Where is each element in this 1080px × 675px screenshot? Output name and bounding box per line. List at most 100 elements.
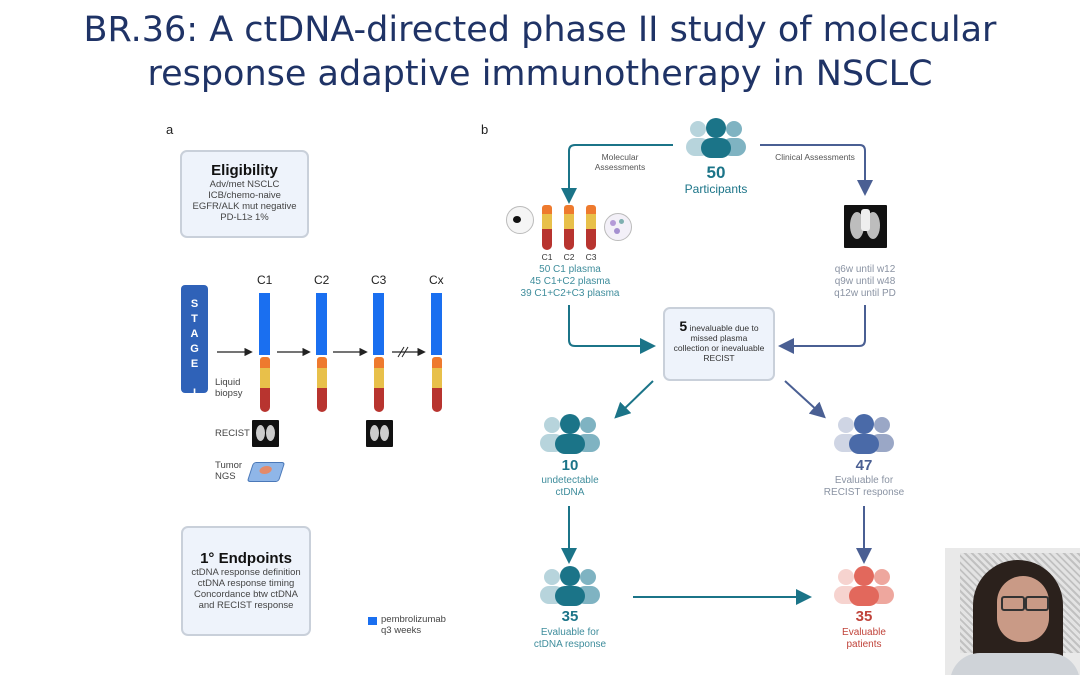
tube-label: C1 xyxy=(541,252,553,262)
clinical-assessments-label: Clinical Assessments xyxy=(775,152,855,162)
undetectable-count: 10 xyxy=(561,457,579,474)
presenter-webcam xyxy=(945,548,1080,675)
pembrolizumab-bar-c2 xyxy=(316,293,327,355)
stage-letter: G xyxy=(190,343,199,355)
ctdna-eval-group-icon xyxy=(540,566,600,606)
legend-swatch xyxy=(368,617,377,625)
stage-letter: I xyxy=(192,387,197,399)
plasma-line: 50 C1 plasma xyxy=(539,264,601,275)
liquid-biopsy-label: Liquid biopsy xyxy=(215,377,243,399)
panel-b-label: b xyxy=(481,122,489,137)
recist-eval-label: Evaluable for RECIST response xyxy=(809,475,919,499)
plasma-line: 39 C1+C2+C3 plasma xyxy=(520,288,620,299)
tumor-slide-icon xyxy=(246,462,286,482)
eligibility-box: Eligibility Adv/met NSCLC ICB/chemo-naiv… xyxy=(180,150,309,238)
recist-eval-label-line: Evaluable for xyxy=(834,475,894,486)
eligibility-item: ICB/chemo-naive xyxy=(208,190,281,201)
patients-eval-label: Evaluable patients xyxy=(814,627,914,651)
cycle-label-c3: C3 xyxy=(371,273,387,287)
endpoint-item: ctDNA response timing xyxy=(197,578,295,589)
recist-eval-count: 47 xyxy=(855,457,873,474)
schedule-line: q12w until PD xyxy=(834,288,896,299)
stage-letter: T xyxy=(191,313,198,325)
stage-letter: A xyxy=(190,328,199,340)
inevaluable-box: 5 inevaluable due to missed plasma colle… xyxy=(663,307,775,381)
slide-title-line-1: BR.36: A ctDNA-directed phase II study o… xyxy=(83,10,997,50)
recist-label: RECIST xyxy=(215,428,250,439)
legend-label-line2: q3 weeks xyxy=(381,625,422,636)
ctdna-eval-label: Evaluable for ctDNA response xyxy=(515,627,625,651)
endpoint-item: ctDNA response definition xyxy=(191,567,301,578)
panel-a-label: a xyxy=(166,122,174,137)
timeline-break xyxy=(401,346,409,358)
plasma-tube-icon xyxy=(586,205,596,250)
tube-label: C3 xyxy=(585,252,597,262)
ct-scan-icon xyxy=(252,420,279,447)
ctdna-eval-label-line: Evaluable for xyxy=(540,627,600,638)
eligibility-heading: Eligibility xyxy=(211,162,278,179)
arrow-recist-to-inevaluable xyxy=(778,305,866,354)
participants-count: 50 xyxy=(706,163,726,182)
recist-group-icon xyxy=(834,414,894,454)
endpoints-heading: 1° Endpoints xyxy=(200,550,292,567)
stage-bar: S T A G E I xyxy=(181,285,208,399)
arrow-to-recist-eval xyxy=(784,380,826,419)
endpoint-item: and RECIST response xyxy=(198,600,294,611)
tumor-ngs-label: Tumor NGS xyxy=(215,460,243,482)
arrow-to-undetectable xyxy=(614,380,654,419)
plasma-tube-icon xyxy=(542,205,552,250)
ctdna-magnify-icon xyxy=(506,206,534,234)
participants-label: Participants xyxy=(684,182,748,196)
participants-icon xyxy=(686,118,746,158)
scan-schedule: q6w until w12 q9w until w48 q12w until P… xyxy=(810,264,920,300)
blood-tube-icon xyxy=(260,357,270,412)
schedule-line: q6w until w12 xyxy=(834,264,896,275)
plasma-counts: 50 C1 plasma 45 C1+C2 plasma 39 C1+C2+C3… xyxy=(510,264,630,300)
eligibility-item: Adv/met NSCLC xyxy=(209,179,280,190)
ct-scan-icon xyxy=(844,205,887,248)
cycle-label-c1: C1 xyxy=(257,273,273,287)
legend-label-line1: pembrolizumab xyxy=(381,614,446,625)
stage-letter: E xyxy=(190,358,199,370)
plasma-line: 45 C1+C2 plasma xyxy=(529,276,611,287)
eligibility-item: EGFR/ALK mut negative xyxy=(192,201,297,212)
inevaluable-text: collection or inevaluable xyxy=(673,343,765,353)
pembrolizumab-bar-c3 xyxy=(373,293,384,355)
ctdna-eval-count: 35 xyxy=(561,608,579,625)
patients-group-icon xyxy=(834,566,894,606)
plasma-tube-icon xyxy=(564,205,574,250)
schedule-line: q9w until w48 xyxy=(834,276,896,287)
arrow-plasma-to-inevaluable xyxy=(568,305,656,354)
endpoint-item: Concordance btw ctDNA xyxy=(193,589,299,600)
pembrolizumab-bar-cx xyxy=(431,293,442,355)
inevaluable-text: inevaluable due to xyxy=(689,323,759,333)
patients-eval-label-line: patients xyxy=(846,639,882,650)
ctdna-eval-label-line: ctDNA response xyxy=(533,639,607,650)
inevaluable-count: 5 xyxy=(679,318,688,334)
undetectable-label-line: ctDNA xyxy=(555,487,585,498)
pembrolizumab-bar-c1 xyxy=(259,293,270,355)
tube-label: C2 xyxy=(563,252,575,262)
blood-tube-icon xyxy=(374,357,384,412)
inevaluable-text: missed plasma xyxy=(690,333,748,343)
timeline-break xyxy=(397,346,405,358)
recist-eval-label-line: RECIST response xyxy=(823,487,905,498)
inevaluable-text: RECIST xyxy=(703,353,735,363)
undetectable-label-line: undetectable xyxy=(541,475,599,486)
endpoints-box: 1° Endpoints ctDNA response definition c… xyxy=(181,526,311,636)
slide-title-line-2: response adaptive immunotherapy in NSCLC xyxy=(147,54,933,94)
cycle-label-cx: Cx xyxy=(429,273,444,287)
blood-tube-icon xyxy=(432,357,442,412)
ct-scan-icon xyxy=(366,420,393,447)
legend-label: pembrolizumab q3 weeks xyxy=(381,614,446,636)
eligibility-item: PD-L1≥ 1% xyxy=(220,212,269,223)
stage-letter: S xyxy=(190,298,199,310)
undetectable-label: undetectable ctDNA xyxy=(520,475,620,499)
blood-tube-icon xyxy=(317,357,327,412)
undetectable-group-icon xyxy=(540,414,600,454)
cycle-label-c2: C2 xyxy=(314,273,330,287)
molecular-assessments-label: Molecular Assessments xyxy=(594,152,646,172)
cells-magnify-icon xyxy=(604,213,632,241)
patients-eval-count: 35 xyxy=(855,608,873,625)
patients-eval-label-line: Evaluable xyxy=(842,627,886,638)
